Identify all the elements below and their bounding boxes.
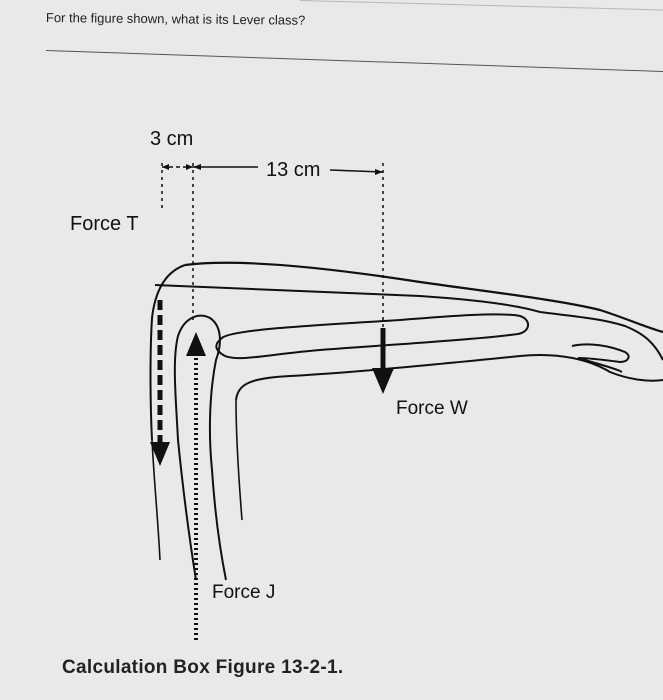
upper-arm-outline bbox=[184, 261, 663, 334]
forearm-lower-outline bbox=[235, 353, 663, 401]
finger-outline bbox=[571, 343, 630, 373]
forearm-bone-outline bbox=[215, 313, 529, 360]
biceps-outline bbox=[149, 264, 186, 441]
force-t-label: Force T bbox=[70, 213, 139, 235]
upper-arm-inner-line bbox=[154, 284, 541, 313]
force-j-label: Force J bbox=[212, 582, 276, 604]
figure-caption: Calculation Box Figure 13-2-1. bbox=[62, 657, 344, 678]
force-j-arrowhead bbox=[186, 332, 206, 356]
elbow-crease bbox=[235, 399, 243, 521]
humerus-outline bbox=[177, 439, 197, 581]
force-w-arrowhead bbox=[372, 368, 394, 394]
dimension-13cm-label: 13 cm bbox=[262, 159, 325, 181]
elbow-condyle-outline bbox=[173, 314, 227, 581]
upper-arm-back-outline bbox=[151, 439, 161, 561]
dimension-3cm-label: 3 cm bbox=[150, 128, 194, 150]
force-t-arrowhead bbox=[150, 442, 170, 466]
force-w-label: Force W bbox=[396, 398, 468, 420]
hand-outline bbox=[539, 311, 663, 361]
